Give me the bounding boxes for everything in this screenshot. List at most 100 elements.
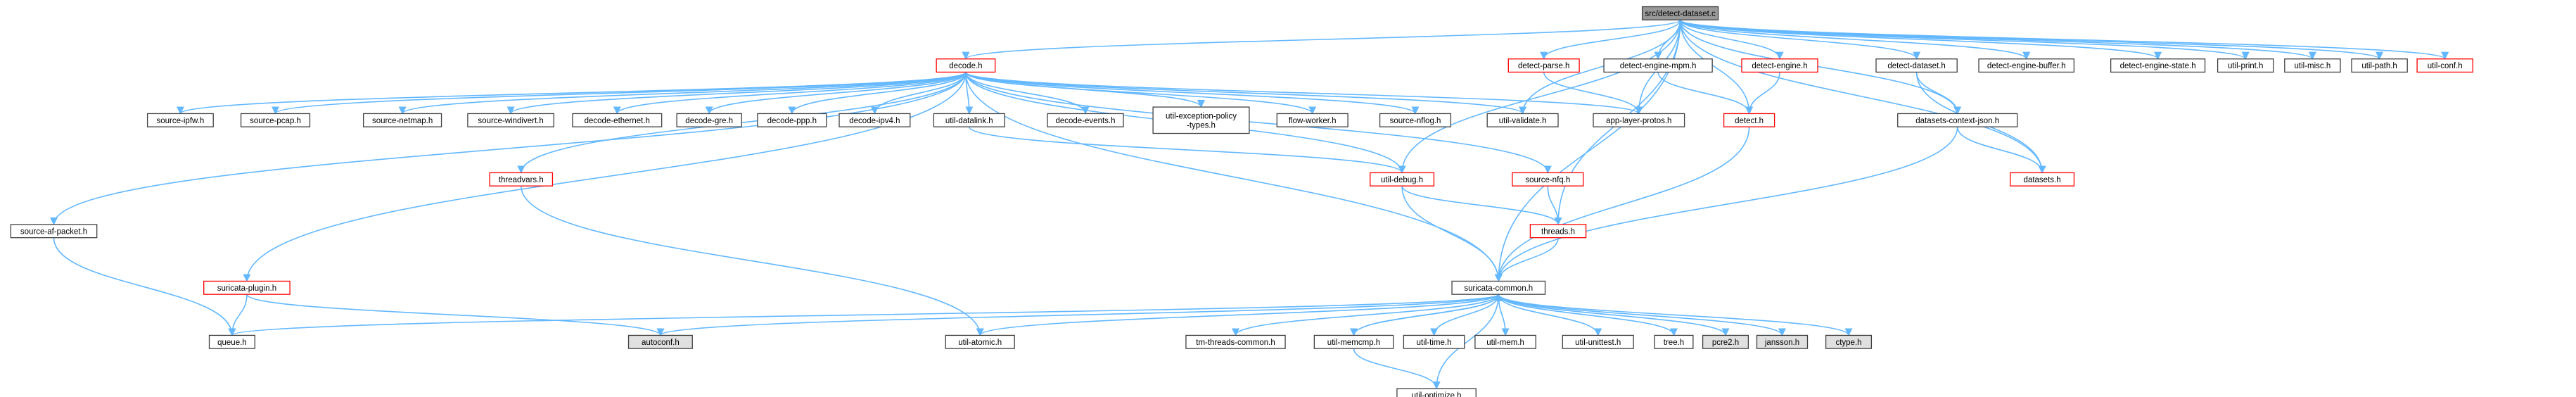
node-util-memcmp[interactable]: util-memcmp.h <box>1313 334 1394 349</box>
node-source-nfq[interactable]: source-nfq.h <box>1512 172 1584 187</box>
node-decode-gre[interactable]: decode-gre.h <box>676 113 742 127</box>
node-label: util-misc.h <box>2295 62 2331 70</box>
node-ctype[interactable]: ctype.h <box>1825 334 1873 349</box>
edge-decode-to-decode_ppp <box>788 72 967 115</box>
node-box <box>1756 334 1809 349</box>
node-datasets-context-json[interactable]: datasets-context-json.h <box>1897 113 2018 127</box>
node-box <box>1512 172 1584 187</box>
edge-suricata_common-to-util_optimize <box>1432 294 1500 390</box>
node-util-optimize[interactable]: util-optimize.h <box>1396 388 1477 397</box>
node-decode-events[interactable]: decode-events.h <box>1047 113 1124 127</box>
node-label: src/detect-dataset.c <box>1645 10 1716 18</box>
node-label: util-conf.h <box>2428 62 2463 70</box>
edge-decode-to-source_nflog <box>965 71 1420 115</box>
edge-root-to-detect_engine <box>1679 20 1784 60</box>
node-util-datalink[interactable]: util-datalink.h <box>933 113 1005 127</box>
node-util-atomic[interactable]: util-atomic.h <box>945 334 1015 349</box>
node-detect-engine-mpm[interactable]: detect-engine-mpm.h <box>1603 58 1713 73</box>
node-box <box>1603 58 1713 73</box>
node-detect-engine[interactable]: detect-engine.h <box>1741 58 1818 73</box>
edge-util_datalink-to-util_debug <box>969 126 1406 174</box>
node-suricata-plugin[interactable]: suricata-plugin.h <box>203 280 291 295</box>
node-decode[interactable]: decode.h <box>936 58 996 73</box>
node-box <box>10 224 98 239</box>
edge-root-to-util_print <box>1679 19 2250 60</box>
node-box <box>1474 334 1536 349</box>
edge-decode-to-source_nfq <box>965 72 1552 174</box>
node-source-netmap[interactable]: source-netmap.h <box>363 113 442 127</box>
edge-suricata_common-to-queue <box>228 294 1500 336</box>
edge-suricata_common-to-pcre2 <box>1498 294 1730 336</box>
edge-decode-to-decode_ipv4 <box>870 72 967 115</box>
node-pcre2[interactable]: pcre2.h <box>1702 334 1749 349</box>
node-datasets[interactable]: datasets.h <box>2010 172 2075 187</box>
edge-util_memcmp-to-util_optimize <box>1353 348 1441 390</box>
node-label: source-ipfw.h <box>157 117 205 125</box>
node-box <box>1529 224 1587 239</box>
node-box <box>1313 334 1394 349</box>
node-decode-ppp[interactable]: decode-ppp.h <box>757 113 827 127</box>
node-util-unittest[interactable]: util-unittest.h <box>1562 334 1634 349</box>
edge-decode-to-app_layer_protos <box>965 71 1643 115</box>
node-util-debug[interactable]: util-debug.h <box>1370 172 1435 187</box>
node-box <box>1741 58 1818 73</box>
edge-decode-to-decode_events <box>965 72 1090 115</box>
node-label: decode-events.h <box>1055 117 1115 125</box>
node-root[interactable]: src/detect-dataset.c <box>1641 6 1719 20</box>
node-detect-h[interactable]: detect.h <box>1723 113 1775 127</box>
node-box <box>933 113 1005 127</box>
node-detect-engine-state[interactable]: detect-engine-state.h <box>2110 58 2206 73</box>
node-detect-engine-buffer[interactable]: detect-engine-buffer.h <box>1978 58 2075 73</box>
node-tm-threads-common[interactable]: tm-threads-common.h <box>1185 334 1286 349</box>
node-app-layer-protos[interactable]: app-layer-protos.h <box>1593 113 1685 127</box>
node-threadvars[interactable]: threadvars.h <box>489 172 554 187</box>
node-autoconf[interactable]: autoconf.h <box>627 334 693 349</box>
node-decode-ipv4[interactable]: decode-ipv4.h <box>839 113 911 127</box>
node-label: util-atomic.h <box>958 339 1002 347</box>
node-queue[interactable]: queue.h <box>208 334 255 349</box>
node-util-path[interactable]: util-path.h <box>2351 58 2408 73</box>
node-source-ipfw[interactable]: source-ipfw.h <box>146 113 214 127</box>
node-label: detect.h <box>1735 117 1764 125</box>
node-util-exception[interactable]: util-exception-policy-types.h <box>1152 106 1250 134</box>
node-jansson[interactable]: jansson.h <box>1756 334 1809 349</box>
node-threads[interactable]: threads.h <box>1529 224 1587 239</box>
node-box <box>208 334 255 349</box>
edge-detect_h-to-suricata_common <box>1494 127 1750 282</box>
node-label: suricata-common.h <box>1464 284 1533 293</box>
node-source-af-packet[interactable]: source-af-packet.h <box>10 224 98 239</box>
node-util-misc[interactable]: util-misc.h <box>2284 58 2341 73</box>
node-label: ctype.h <box>1835 339 1861 347</box>
node-source-windivert[interactable]: source-windivert.h <box>467 113 554 127</box>
edge-decode-to-threadvars <box>517 72 967 174</box>
edge-decode-to-util_validate <box>965 71 1526 115</box>
edge-decode-to-suricata_common <box>965 72 1503 282</box>
node-detect-dataset-h[interactable]: detect-dataset.h <box>1875 58 1958 73</box>
node-source-pcap[interactable]: source-pcap.h <box>240 113 311 127</box>
node-detect-parse[interactable]: detect-parse.h <box>1507 58 1580 73</box>
node-tree[interactable]: tree.h <box>1654 334 1694 349</box>
node-util-mem[interactable]: util-mem.h <box>1474 334 1536 349</box>
edge-suricata_common-to-util_unittest <box>1498 294 1602 336</box>
node-box <box>839 113 911 127</box>
edge-root-to-datasets_context_json <box>1679 20 1962 115</box>
edge-layer <box>50 19 2449 390</box>
node-util-conf[interactable]: util-conf.h <box>2416 58 2473 73</box>
node-box <box>1897 113 2018 127</box>
node-label: util-unittest.h <box>1575 339 1621 347</box>
node-label: autoconf.h <box>642 339 680 347</box>
node-util-time[interactable]: util-time.h <box>1403 334 1465 349</box>
edge-decode-to-suricata_plugin <box>243 72 967 282</box>
node-source-nflog[interactable]: source-nflog.h <box>1379 113 1452 127</box>
node-util-print[interactable]: util-print.h <box>2217 58 2274 73</box>
node-label: decode.h <box>949 62 982 70</box>
edge-decode-to-source_af_packet <box>50 72 967 226</box>
node-util-validate[interactable]: util-validate.h <box>1486 113 1559 127</box>
node-flow-worker[interactable]: flow-worker.h <box>1276 113 1348 127</box>
node-box <box>1507 58 1580 73</box>
edge-suricata_plugin-to-autoconf <box>246 294 665 336</box>
node-label: util-optimize.h <box>1412 391 1462 397</box>
node-decode-ethernet[interactable]: decode-ethernet.h <box>572 113 663 127</box>
edge-root-to-util_path <box>1679 19 2383 60</box>
node-suricata-common[interactable]: suricata-common.h <box>1451 280 1546 295</box>
